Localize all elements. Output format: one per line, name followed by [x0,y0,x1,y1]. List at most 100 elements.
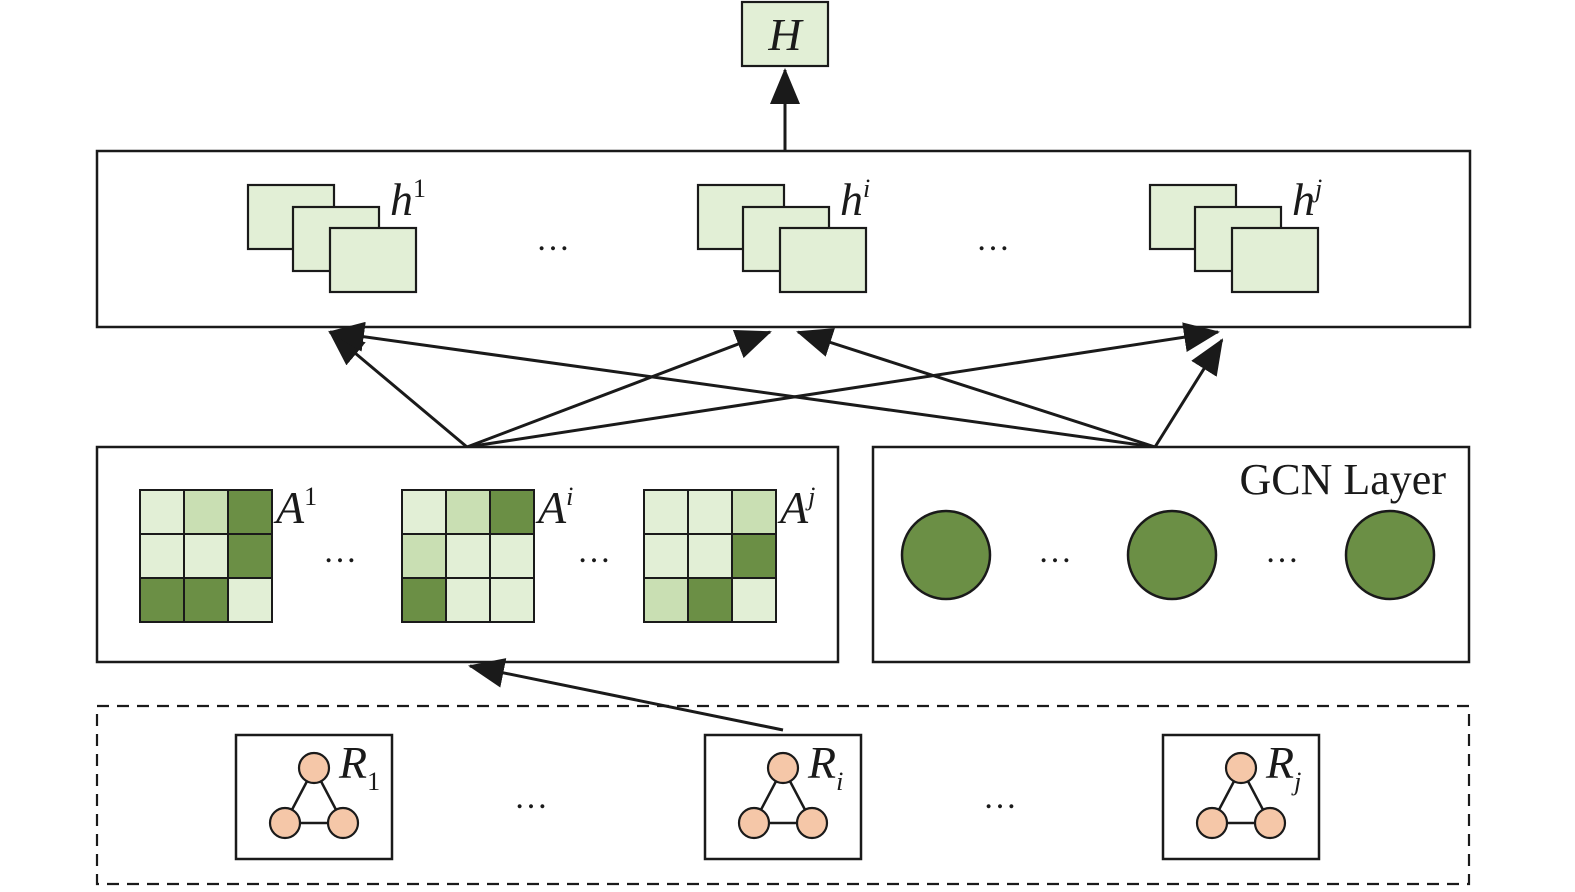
matrix-cell [731,489,777,535]
matrix-cell [401,577,447,623]
hidden-ellipsis-2: … [976,221,1010,258]
matrix-cell [445,533,491,579]
matrix-cell [731,577,777,623]
matrix-label-3: Aj [777,482,815,533]
gcn-node-j [1344,509,1436,601]
feature-map-3 [1230,226,1320,294]
feature-map-3 [778,226,868,294]
relation-label-2-sub: i [836,767,843,796]
matrix-cell [731,533,777,579]
relation-node [1195,806,1229,840]
relation-label-1-sub: 1 [367,767,380,796]
relation-graph-3: Rj [1161,733,1321,861]
matrix-cell [183,577,229,623]
relation-node [326,806,360,840]
arrow-gcn-to-h1 [328,321,1156,449]
relation-ellipsis-1: … [514,779,548,816]
adjacency-matrix-2: Ai [401,482,573,623]
matrix-cell [489,489,535,535]
matrix-cell [643,489,689,535]
arrow-gcn-to-hi [796,328,1156,449]
feature-label-3-sup: j [1312,174,1322,203]
matrix-cell [139,577,185,623]
matrix-label-2-sup: i [566,482,573,511]
feature-label-2-sup: i [863,174,870,203]
relation-graph-1: R1 [234,733,394,861]
matrix-cell [687,489,733,535]
gcn-ellipsis-1: … [1038,533,1072,570]
relation-node [737,806,771,840]
arrow-adj-to-hi [466,330,772,449]
feature-label-1-sup: 1 [413,174,426,203]
matrix-cell [445,577,491,623]
feature-label-2-base: h [840,174,863,225]
feature-stack-3: hj [1148,174,1322,294]
matrix-cell [489,577,535,623]
adjacency-matrix-3: Aj [643,482,815,623]
relation-node [1224,751,1258,785]
gcn-layer-title: GCN Layer [1240,455,1447,504]
output-label: H [767,9,804,60]
relations-container [95,704,1471,886]
relation-node [1253,806,1287,840]
matrix-cell [643,533,689,579]
hidden-ellipsis-1: … [536,221,570,258]
matrix-label-3-base: A [777,482,809,533]
matrix-cell [445,489,491,535]
matrix-cell [183,489,229,535]
output-box [740,0,830,68]
relation-label-3-sub: j [1291,767,1301,796]
gcn-node-1 [900,509,992,601]
cross-arrows [328,321,1224,449]
adjacency-matrix-1: A1 [139,482,317,623]
matrix-cell [227,533,273,579]
matrix-cell [227,489,273,535]
matrix-cell [687,533,733,579]
relation-node [766,751,800,785]
relation-node [268,806,302,840]
feature-stack-1: h1 [246,174,426,294]
feature-label-3-base: h [1292,174,1315,225]
matrix-label-1-sup: 1 [304,482,317,511]
matrix-cell [227,577,273,623]
matrix-cell [687,577,733,623]
relation-label-1: R1 [338,737,380,796]
matrix-label-2-base: A [535,482,567,533]
relation-label-3: Rj [1265,737,1301,796]
feature-stack-2: hi [696,174,870,294]
matrix-label-1-base: A [273,482,305,533]
matrix-cell [401,533,447,579]
feature-label-1-base: h [390,174,413,225]
output-node: H [740,0,830,68]
adjacency-ellipsis-1: … [323,533,357,570]
matrix-label-3-sup: j [805,482,815,511]
relation-graph-2: Ri [703,733,863,861]
relation-label-3-base: R [1265,737,1294,788]
relation-label-2: Ri [807,737,843,796]
matrix-label-1: A1 [273,482,317,533]
matrix-cell [139,489,185,535]
gcn-node-i [1126,509,1218,601]
gcn-ellipsis-2: … [1265,533,1299,570]
matrix-label-2: Ai [535,482,573,533]
feature-label-1: h1 [390,174,426,225]
relation-label-1-base: R [338,737,367,788]
adjacency-ellipsis-2: … [577,533,611,570]
feature-map-3 [328,226,418,294]
arrow-gcn-to-hj [1153,338,1224,448]
matrix-cell [401,489,447,535]
matrix-cell [489,533,535,579]
relation-ellipsis-2: … [983,779,1017,816]
matrix-cell [139,533,185,579]
relation-node [297,751,331,785]
relation-label-2-base: R [807,737,836,788]
feature-label-2: hi [840,174,870,225]
matrix-cell [643,577,689,623]
matrix-cell [183,533,229,579]
relation-node [795,806,829,840]
arrow-adj-to-hj [466,322,1220,449]
